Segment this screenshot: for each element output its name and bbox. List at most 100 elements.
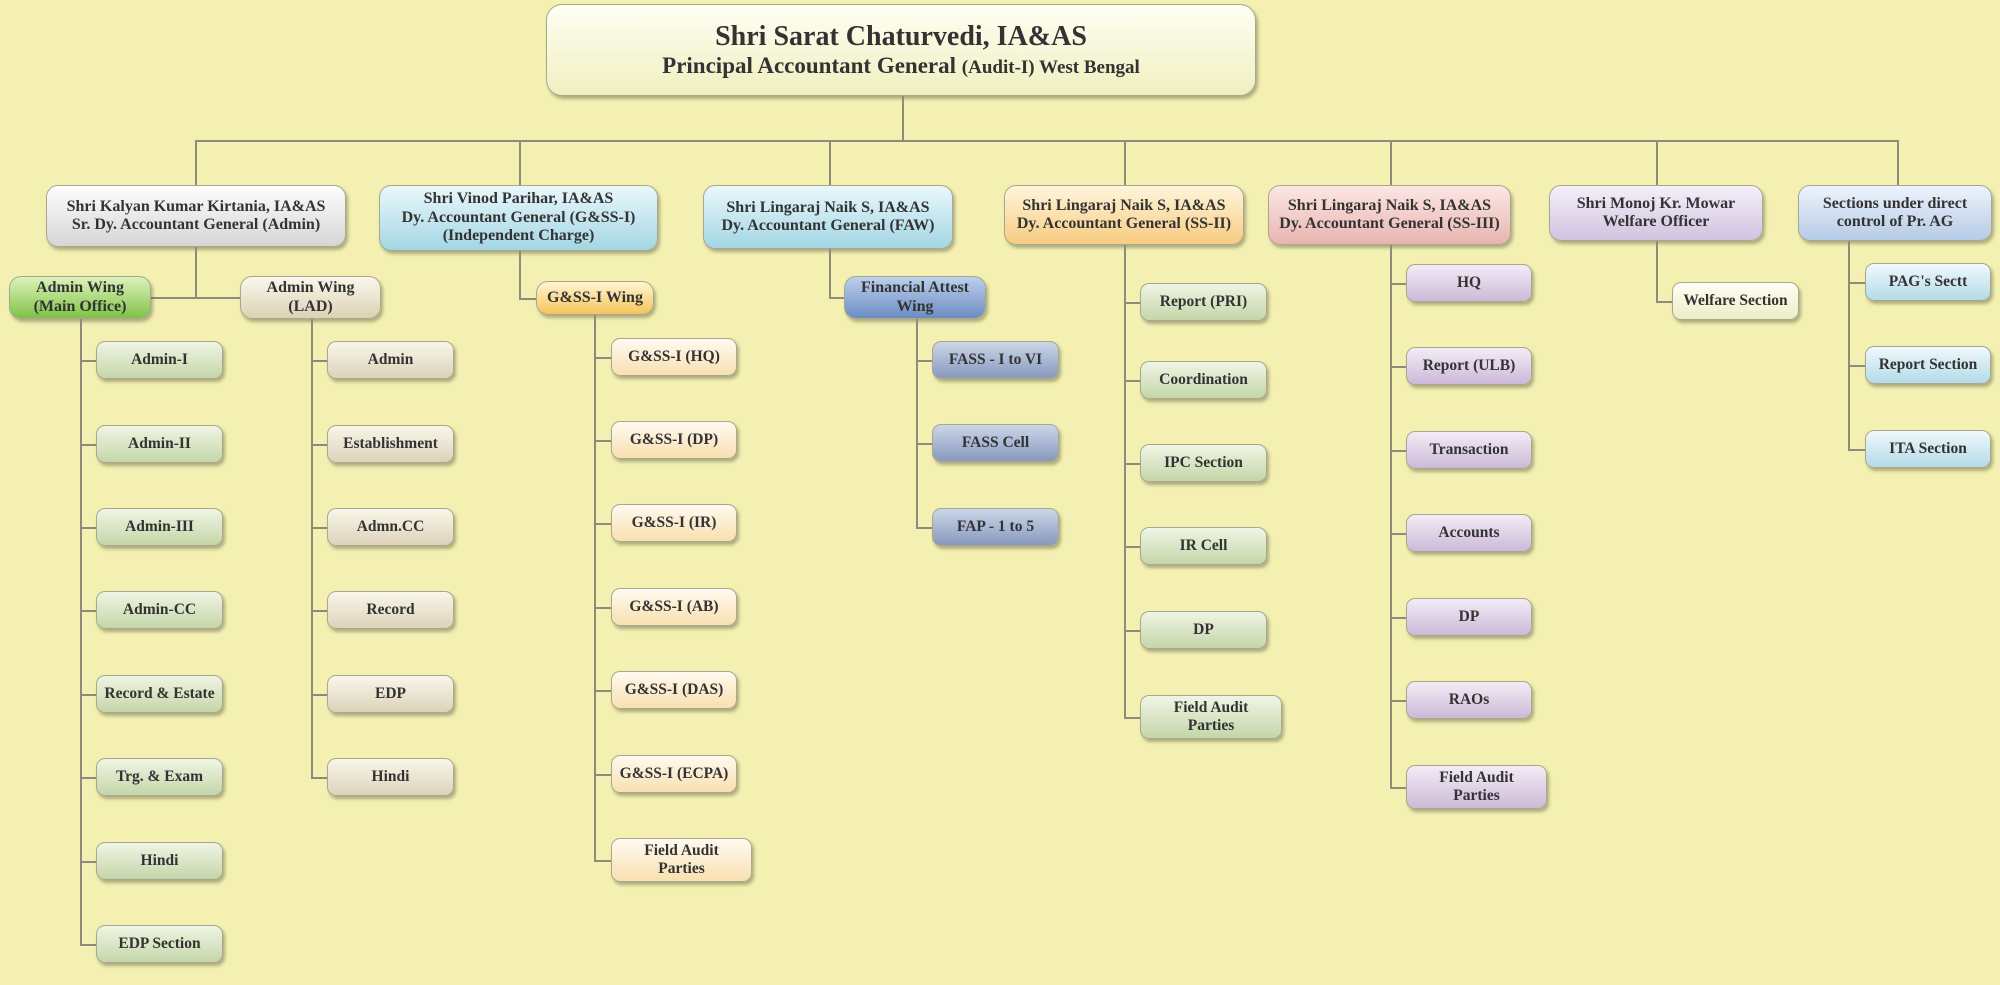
connector-line [195, 140, 1899, 142]
connector-line [80, 610, 96, 612]
connector-line [80, 777, 96, 779]
connector-line [519, 298, 536, 300]
section-box[interactable]: Record [327, 591, 454, 629]
section-box[interactable]: G&SS-I (ECPA) [611, 755, 737, 793]
section-box[interactable]: Transaction [1406, 431, 1532, 469]
connector-line [311, 360, 327, 362]
connector-line [1124, 463, 1140, 465]
connector-line [1390, 450, 1406, 452]
section-box[interactable]: G&SS-I (DP) [611, 421, 737, 459]
head-title-main: Principal Accountant General [662, 52, 957, 78]
branch-header-2: Shri Lingaraj Naik S, IA&AS Dy. Accounta… [703, 185, 953, 249]
connector-line [1848, 365, 1865, 367]
section-box[interactable]: Admin-CC [96, 591, 223, 629]
connector-line [1124, 302, 1140, 304]
connector-line [1656, 241, 1658, 301]
connector-line [1848, 241, 1850, 449]
section-box[interactable]: DP [1140, 611, 1267, 649]
connector-line [80, 527, 96, 529]
connector-line [311, 610, 327, 612]
section-box[interactable]: HQ [1406, 264, 1532, 302]
connector-line [1124, 717, 1140, 719]
connector-line [916, 360, 932, 362]
section-box[interactable]: G&SS-I (AB) [611, 588, 737, 626]
head-name: Shri Sarat Chaturvedi, IA&AS [715, 20, 1087, 52]
connector-line [902, 96, 904, 140]
connector-line [1124, 245, 1126, 717]
section-box[interactable]: Admin-I [96, 341, 223, 379]
connector-line [594, 357, 611, 359]
connector-line [151, 297, 240, 299]
wing-box-faw[interactable]: Financial Attest Wing [844, 276, 986, 319]
section-box[interactable]: RAOs [1406, 681, 1532, 719]
branch-header-0: Shri Kalyan Kumar Kirtania, IA&AS Sr. Dy… [46, 185, 346, 247]
section-box[interactable]: Admin [327, 341, 454, 379]
connector-line [1124, 380, 1140, 382]
connector-line [1124, 140, 1126, 185]
section-box[interactable]: DP [1406, 598, 1532, 636]
connector-line [80, 444, 96, 446]
connector-line [311, 319, 313, 777]
connector-line [519, 251, 521, 298]
connector-line [195, 140, 197, 185]
section-box[interactable]: Admin-III [96, 508, 223, 546]
connector-line [1124, 546, 1140, 548]
connector-line [195, 247, 197, 297]
connector-line [519, 140, 521, 185]
connector-line [80, 319, 82, 944]
section-box[interactable]: Report (ULB) [1406, 347, 1532, 385]
section-box[interactable]: EDP Section [96, 925, 223, 963]
head-title: Principal Accountant General (Audit-I) W… [662, 53, 1140, 79]
section-box[interactable]: FASS - I to VI [932, 341, 1059, 379]
branch-header-5: Shri Monoj Kr. Mowar Welfare Officer [1549, 185, 1763, 241]
branch-header-3: Shri Lingaraj Naik S, IA&AS Dy. Accounta… [1004, 185, 1244, 245]
section-box[interactable]: Hindi [96, 842, 223, 880]
section-box[interactable]: Coordination [1140, 361, 1267, 399]
branch-header-4: Shri Lingaraj Naik S, IA&AS Dy. Accounta… [1268, 185, 1511, 245]
wing-box-admin-main[interactable]: Admin Wing (Main Office) [9, 276, 151, 319]
section-box[interactable]: Admin-II [96, 425, 223, 463]
connector-line [1897, 140, 1899, 185]
connector-line [1656, 301, 1672, 303]
connector-line [916, 527, 932, 529]
section-box[interactable]: Field Audit Parties [1406, 765, 1547, 809]
connector-line [1848, 449, 1865, 451]
section-box[interactable]: Report Section [1865, 346, 1991, 384]
section-box[interactable]: Field Audit Parties [611, 838, 752, 882]
wing-box-admin-lad[interactable]: Admin Wing (LAD) [240, 276, 381, 319]
section-box[interactable]: Record & Estate [96, 675, 223, 713]
section-box[interactable]: Accounts [1406, 514, 1532, 552]
section-box[interactable]: ITA Section [1865, 430, 1991, 468]
section-box[interactable]: FASS Cell [932, 424, 1059, 462]
connector-line [1390, 533, 1406, 535]
wing-box-gss[interactable]: G&SS-I Wing [536, 281, 654, 315]
section-box[interactable]: Field Audit Parties [1140, 695, 1282, 739]
section-box[interactable]: IR Cell [1140, 527, 1267, 565]
section-box[interactable]: G&SS-I (DAS) [611, 671, 737, 709]
connector-line [1390, 245, 1392, 787]
connector-line [829, 249, 831, 297]
section-box[interactable]: Welfare Section [1672, 282, 1799, 320]
connector-line [916, 443, 932, 445]
connector-line [80, 944, 96, 946]
section-box[interactable]: Admn.CC [327, 508, 454, 546]
connector-line [311, 444, 327, 446]
section-box[interactable]: Trg. & Exam [96, 758, 223, 796]
section-box[interactable]: FAP - 1 to 5 [932, 508, 1059, 546]
section-box[interactable]: Hindi [327, 758, 454, 796]
connector-line [594, 607, 611, 609]
section-box[interactable]: EDP [327, 675, 454, 713]
connector-line [916, 319, 918, 527]
section-box[interactable]: IPC Section [1140, 444, 1267, 482]
section-box[interactable]: G&SS-I (IR) [611, 504, 737, 542]
section-box[interactable]: PAG's Sectt [1865, 263, 1991, 301]
section-box[interactable]: Report (PRI) [1140, 283, 1267, 321]
section-box[interactable]: Establishment [327, 425, 454, 463]
connector-line [1390, 700, 1406, 702]
connector-line [829, 297, 844, 299]
section-box[interactable]: G&SS-I (HQ) [611, 338, 737, 376]
connector-line [311, 527, 327, 529]
connector-line [594, 315, 596, 860]
connector-line [1848, 282, 1865, 284]
connector-line [594, 774, 611, 776]
